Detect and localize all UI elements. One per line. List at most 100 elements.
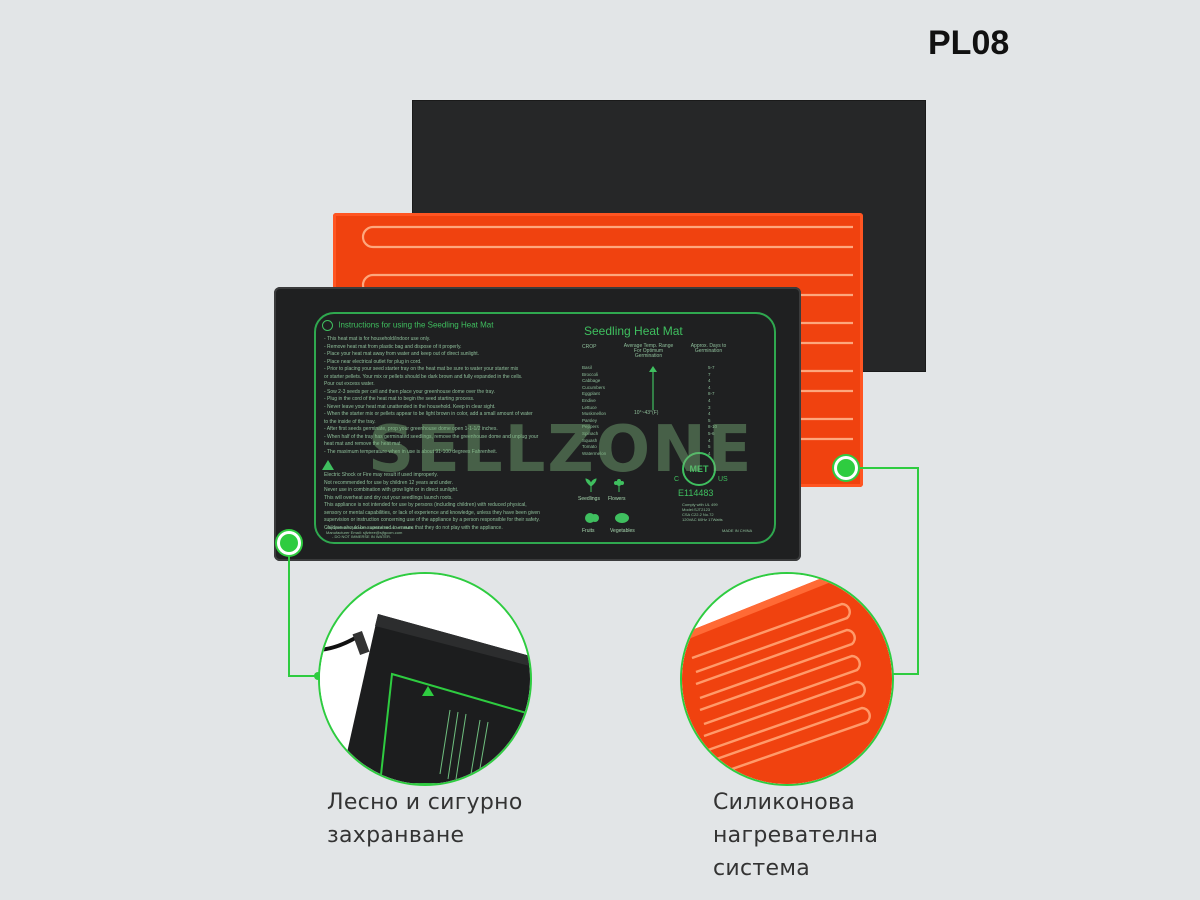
crop-name: Watermelon (582, 450, 607, 456)
caption-line: нагревателна (713, 823, 879, 848)
instruction-line: - Remove heat mat from plastic bag and d… (324, 343, 462, 350)
instruction-line: - Sow 2-3 seeds per cell and then place … (324, 388, 495, 395)
crop-name: Cabbage (582, 378, 601, 384)
donts-block: - DO NOT IMMERSE IN WATER. (332, 534, 391, 539)
instruction-line: - Prior to placing your seed starter tra… (324, 366, 519, 372)
made-in-label: MADE IN CHINA (722, 528, 753, 533)
crop-name: Squash (582, 437, 598, 443)
crop-days: 4 (708, 378, 711, 384)
instruction-line: or starter pellets. Your mix or pellets … (324, 373, 523, 380)
crop-days: 5 (708, 417, 711, 423)
fruit-icon (584, 510, 600, 524)
table-header-crop: CROP (582, 344, 597, 350)
product-code: PL08 (928, 24, 1010, 62)
contact-line: Manufacturer Email: sjfztree@sjfgcom.com (326, 530, 403, 535)
crop-days: 4 (708, 384, 711, 390)
caption-line: захранване (327, 823, 465, 848)
temperature-arrow-icon (649, 366, 657, 410)
met-cert-icon: MET (682, 452, 716, 486)
caption-heater: Силиконова нагревателна система (713, 786, 878, 885)
crop-name: Tomato (582, 444, 597, 450)
crop-days: 5-6 (708, 431, 715, 436)
silicone-heater-illustration (682, 574, 892, 784)
instruction-line: Pour out excess water. (324, 381, 375, 387)
instruction-line: - When half of the tray has germinated s… (324, 433, 539, 440)
spec-block: Comply with UL 499 Model:SJT2123 CSA C22… (682, 502, 723, 522)
crop-name: Parsley (582, 417, 598, 423)
contact-block: Any questions please to contact the us f… (326, 525, 414, 535)
instruction-line: - After first seeds germinate, prop your… (324, 426, 498, 432)
mat-front-layer: Instructions for using the Seedling Heat… (274, 287, 801, 561)
instruction-line: - When the starter mix or pellets appear… (324, 411, 533, 417)
instruction-line: heat mat and remove the heat mat. (324, 441, 402, 447)
silicone-heater-zoom (680, 572, 894, 786)
crop-name: Muskmellon (582, 411, 607, 417)
crop-days: 4 (708, 411, 711, 417)
spec-line: 120VAC 60Hz 17Watts (682, 517, 723, 522)
crop-days: 4 (708, 398, 711, 403)
table-header-days: Approx. Days to Germination (690, 343, 727, 354)
notice-line: Children should be supervised to ensure … (324, 524, 503, 531)
crop-name: Peppers (582, 424, 599, 430)
notice-line: sensory or mental capabilities, or lack … (324, 509, 540, 516)
power-hotspot-dot[interactable] (280, 534, 298, 552)
icon-label-vegetables: Vegetables (610, 528, 635, 534)
notice-line: supervision or instruction concerning us… (324, 517, 540, 523)
crop-days: 7 (708, 371, 711, 377)
crop-days: 3 (708, 404, 711, 410)
spec-line: CSA C22.2 No.72 (682, 512, 714, 517)
flower-icon (612, 478, 626, 492)
crop-name: Broccoli (582, 371, 599, 377)
cert-left: C (674, 476, 680, 483)
warning-line: Never use in combination with grow light… (324, 487, 459, 493)
cert-number: E114483 (678, 488, 714, 498)
crop-days: 8-10 (708, 424, 718, 430)
instruction-line: - This heat mat is for household/indoor … (324, 336, 431, 342)
crop-days: 4 (708, 437, 711, 443)
crop-days: 8-7 (708, 391, 715, 397)
instructions-panel: Instructions for using the Seedling Heat… (314, 312, 776, 544)
power-cord-zoom (318, 572, 532, 786)
instruction-line: - Plug in the cord of the heat mat to be… (324, 396, 475, 402)
instruction-line: - Place near electrical outlet for plug … (324, 358, 422, 365)
instruction-line: to the inside of the tray. (324, 418, 376, 425)
seedling-icon (584, 478, 598, 492)
crop-days: 4 (708, 450, 711, 456)
instruction-line: - The maximum temperature when in use is… (324, 448, 498, 455)
watermark: SELLZONE (368, 413, 754, 487)
caption-power: Лесно и сигурно захранване (327, 786, 523, 852)
crop-name: Cucumbers (582, 384, 606, 390)
crop-name: Lettuce (582, 404, 597, 410)
instructions-title-text: Instructions for using the Seedling Heat… (338, 320, 494, 330)
contact-line: Any questions please to contact the us f… (326, 525, 415, 530)
warning-triangle-icon (322, 460, 334, 470)
warning-block: Electric Shock or Fire may result if use… (322, 460, 458, 502)
warning-line: Not recommended for use by children 12 y… (324, 479, 453, 486)
crop-name: Basil (582, 365, 592, 370)
crop-days: 5 (708, 444, 711, 450)
instructions-list: - This heat mat is for household/indoor … (324, 336, 538, 456)
heating-hotspot-dot[interactable] (837, 459, 855, 477)
warning-line: This will overheat and dry out your seed… (324, 494, 453, 501)
crop-name: Endive (582, 398, 596, 403)
spec-line: Comply with UL 499 (682, 502, 718, 507)
dont-line: - DO NOT IMMERSE IN WATER. (332, 534, 392, 539)
temp-range: 10°~43°(F) (634, 410, 659, 416)
warning-line: Electric Shock or Fire may result if use… (324, 472, 438, 478)
mat-title: Seedling Heat Mat (584, 324, 683, 338)
instruction-line: - Place your heat mat away from water an… (324, 351, 480, 357)
notice-line: This appliance is not intended for use b… (324, 502, 527, 508)
cert-right: US (718, 476, 728, 483)
crop-name: Eggplant (582, 391, 600, 397)
power-corner-illustration (320, 574, 530, 784)
table-header-temp: Average Temp. Range For Optimum Germinat… (623, 343, 674, 359)
caption-line: Силиконова (713, 790, 856, 815)
instruction-line: - Never leave your heat mat unattended i… (324, 403, 496, 410)
icon-label-fruits: Fruits (582, 528, 595, 534)
ce-badge-icon (322, 320, 333, 331)
icon-label-seedlings: Seedlings (578, 496, 600, 502)
icon-label-flowers: Flowers (608, 496, 626, 502)
caption-line: система (713, 856, 811, 881)
caption-line: Лесно и сигурно (327, 790, 523, 815)
